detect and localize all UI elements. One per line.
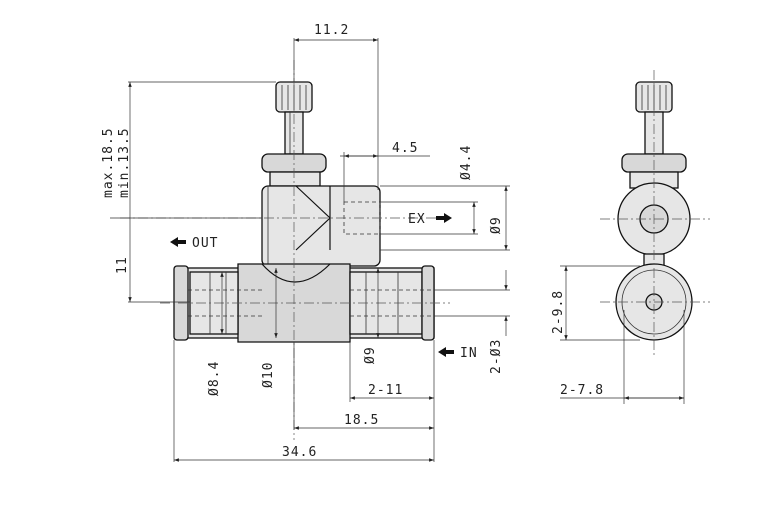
nut-neck — [269, 171, 321, 187]
side-view — [600, 70, 710, 355]
dimension-lines — [110, 38, 685, 462]
dim-right-dia: Ø9 — [363, 346, 378, 364]
port-labels: OUT EX IN — [192, 212, 478, 361]
out-arrow-icon — [170, 237, 186, 247]
dim-side-width: 2-7.8 — [560, 383, 604, 398]
dim-tube-dia: 2-Ø3 — [489, 339, 504, 374]
dim-total-len: 34.6 — [282, 445, 317, 460]
port-arrows — [170, 213, 454, 357]
dim-min-height: min.13.5 — [117, 127, 132, 198]
dim-ex-offset: 4.5 — [392, 141, 418, 156]
dim-body-dia: Ø10 — [261, 362, 276, 388]
dim-side-pitch: 2-9.8 — [551, 290, 566, 334]
dim-left-height: 11 — [115, 256, 130, 274]
ex-arrow-icon — [436, 213, 452, 223]
dim-top-width: 11.2 — [314, 23, 349, 38]
front-view — [120, 60, 450, 440]
dim-port-len: 2-11 — [368, 383, 403, 398]
dim-ex-dia: Ø9 — [489, 216, 504, 234]
in-arrow-icon — [438, 347, 454, 357]
dim-center-len: 18.5 — [344, 413, 379, 428]
ex-port-label: EX — [408, 212, 426, 227]
out-port-label: OUT — [192, 236, 218, 251]
dim-ex-dia-small: Ø4.4 — [459, 145, 474, 180]
dim-max-height: max.18.5 — [101, 127, 116, 198]
in-port-label: IN — [460, 346, 478, 361]
dimension-labels: 11.2 4.5 max.18.5 min.13.5 11 Ø4.4 Ø9 2-… — [101, 23, 604, 460]
dim-outer-dia: Ø8.4 — [207, 361, 222, 396]
